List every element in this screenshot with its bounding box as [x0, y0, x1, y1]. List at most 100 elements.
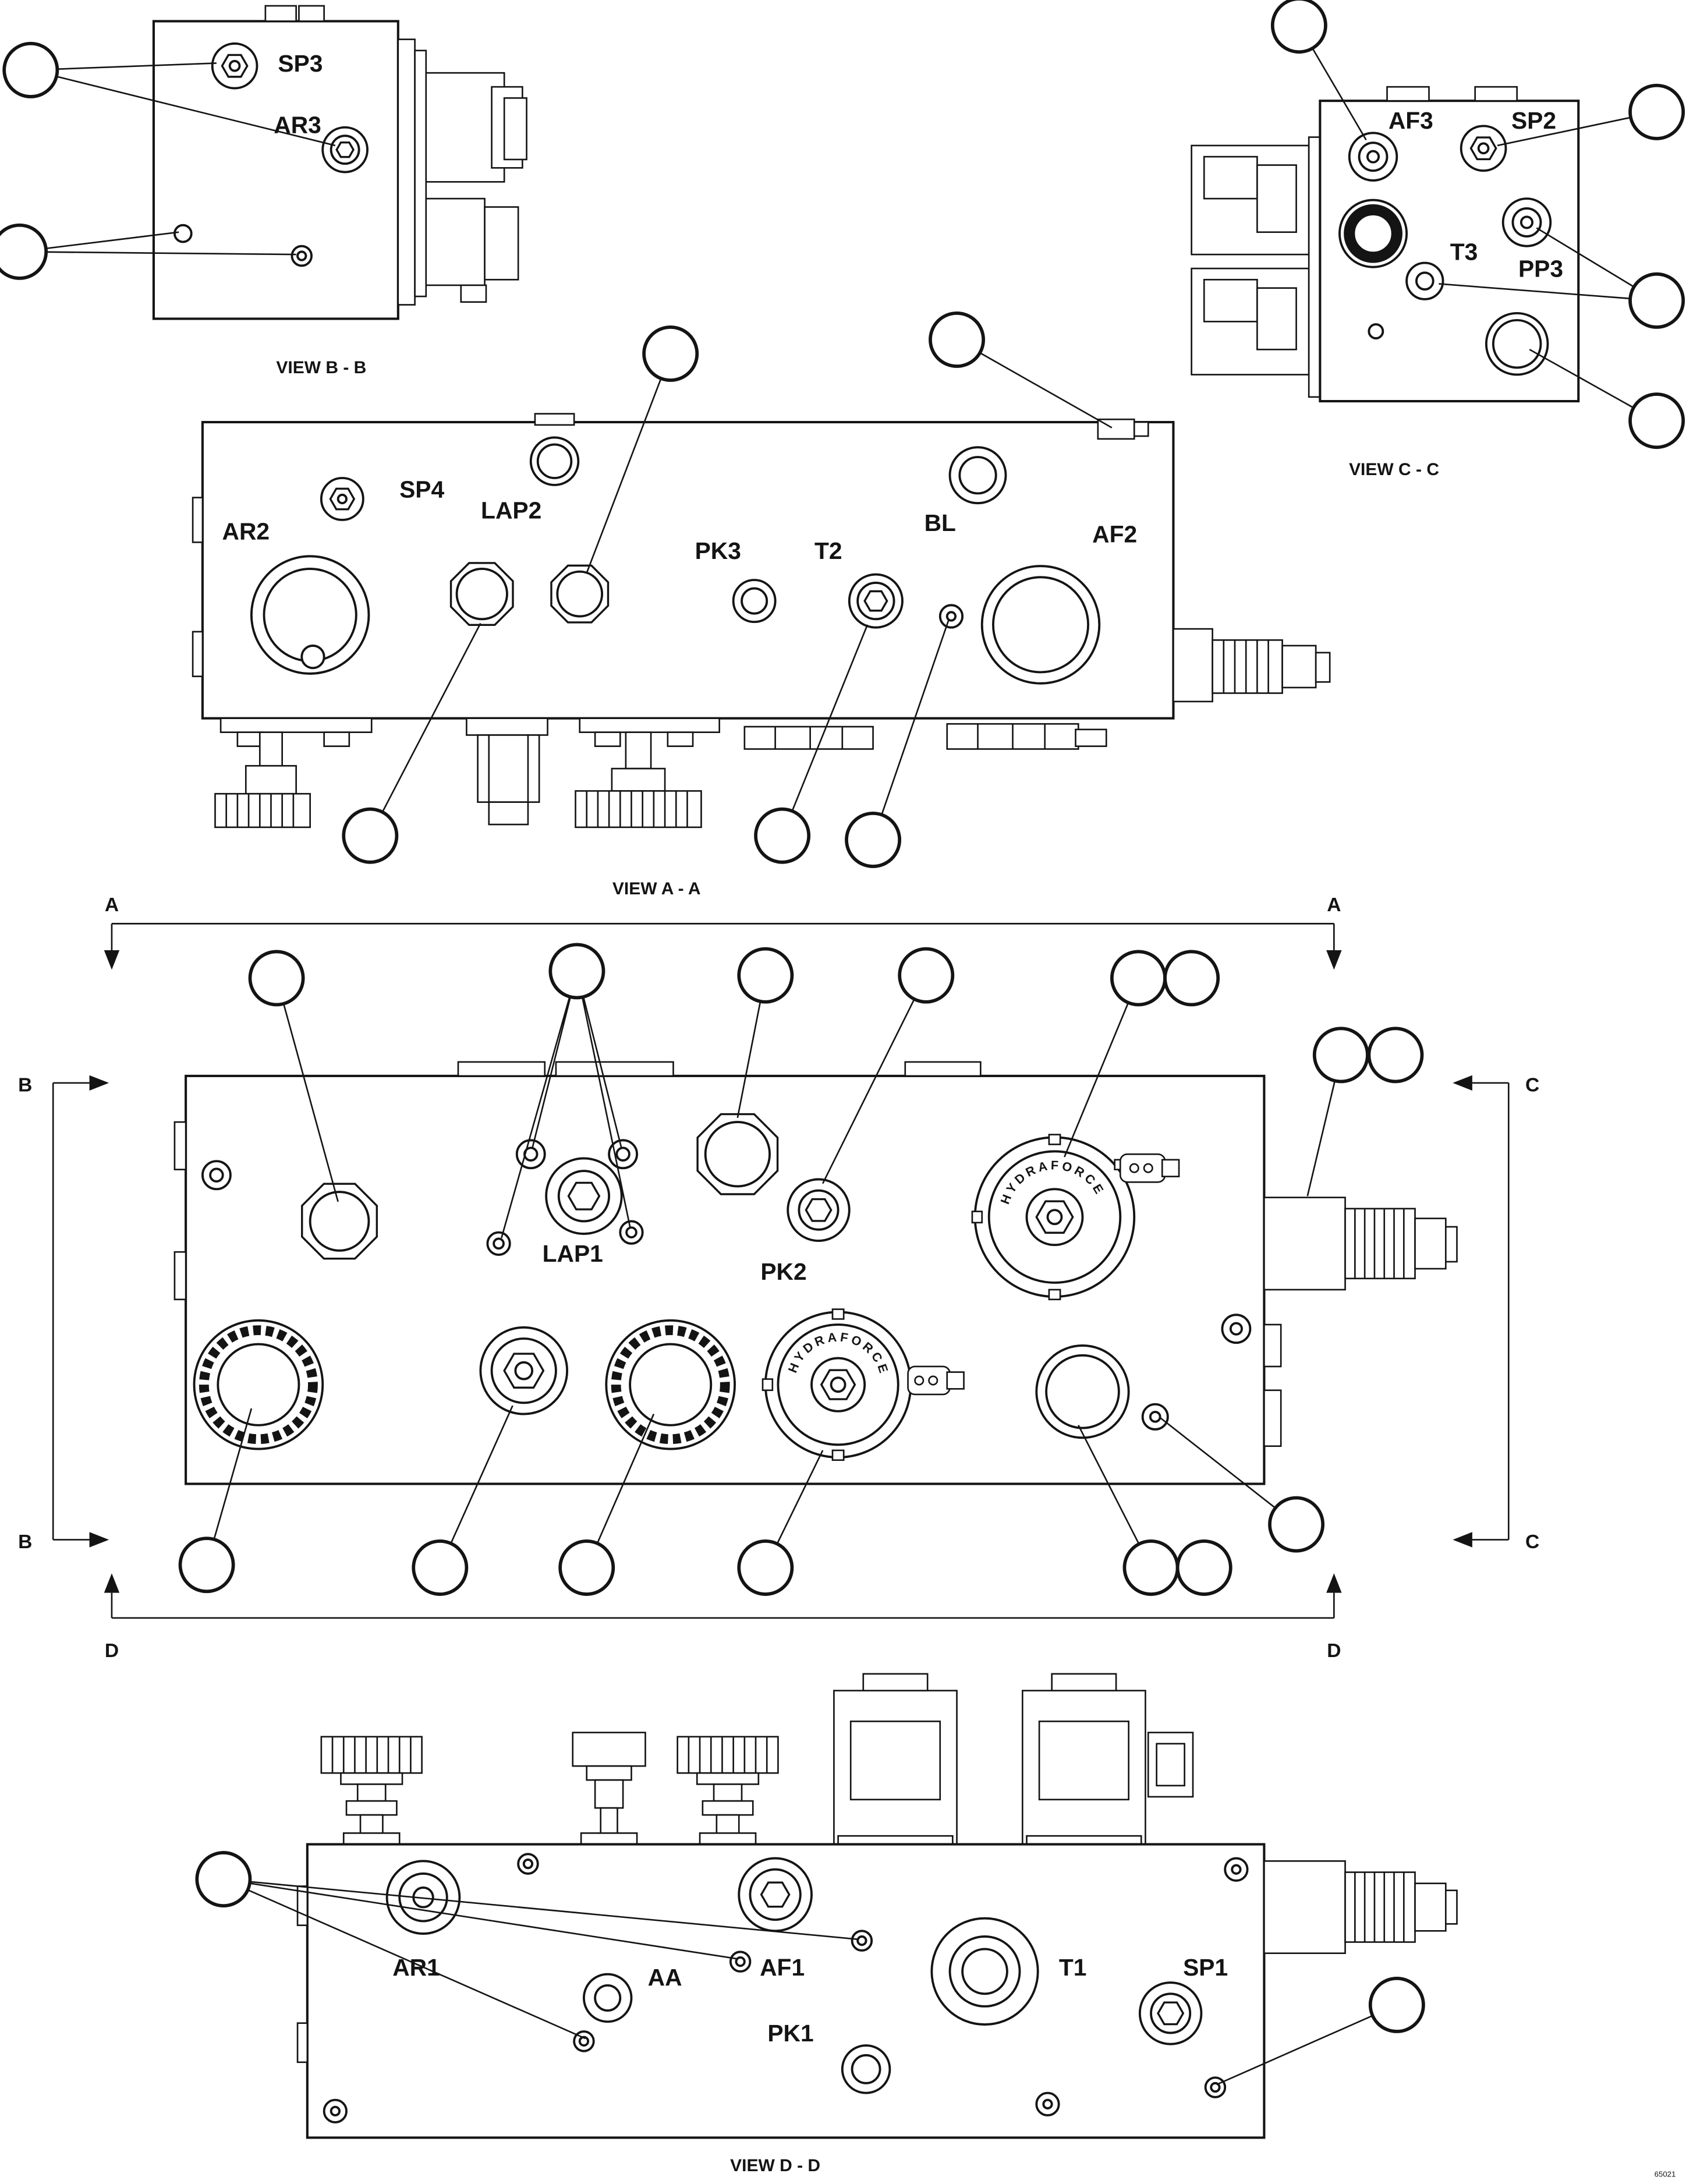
section-label-a: A: [105, 894, 119, 916]
hex-plug-port: [697, 1114, 777, 1194]
callout-balloon: [754, 807, 811, 864]
port-label-t3: T3: [1450, 239, 1478, 266]
port-label-t2: T2: [814, 537, 842, 564]
section-marker-c: C C: [1453, 1074, 1539, 1553]
electrical-connector: [1119, 1153, 1180, 1183]
section-arrow: [1326, 1573, 1342, 1593]
cartridge-valve: HYDRAFORCE: [761, 1308, 965, 1461]
port-bl: [948, 446, 1007, 505]
callout-balloon: [1268, 1496, 1325, 1553]
callout-balloon: [1175, 1539, 1232, 1596]
callout-balloon: [195, 1851, 252, 1907]
top-port: [529, 436, 580, 486]
callout-balloon: [342, 807, 399, 864]
section-arrow: [1453, 1075, 1472, 1091]
mounting-foot: [214, 717, 373, 829]
callout-balloon: [929, 311, 986, 368]
port-label-af2: AF2: [1092, 521, 1137, 547]
section-arrow: [1453, 1532, 1472, 1548]
port-sp3: [212, 44, 257, 89]
view-a-a: AR2 SP4 LAP2 PK3 T2 BL AF2 VIEW A - A: [192, 311, 1331, 898]
section-marker-b: B B: [18, 1074, 109, 1553]
leader-line: [369, 339, 1113, 840]
callout-balloon: [548, 943, 605, 1000]
section-label-d: D: [105, 1640, 119, 1662]
view-caption: VIEW D - D: [730, 2156, 820, 2175]
callout-balloon: [642, 325, 699, 382]
leader-line: [1298, 24, 1657, 422]
drawing-code: 65021: [1655, 2170, 1676, 2179]
port-label-t1: T1: [1059, 1954, 1087, 1981]
section-arrow: [1326, 950, 1342, 970]
callout-balloon: [248, 950, 305, 1007]
flange-plate: [743, 723, 1107, 750]
port-t2: [849, 575, 902, 628]
port-af1: [739, 1857, 812, 1932]
hex-plug-port: [302, 1184, 377, 1259]
knurled-knob-stem: [676, 1736, 779, 1847]
solenoid-coil: [833, 1673, 958, 1845]
port-sp1: [1140, 1983, 1202, 2044]
port-label-ar1: AR1: [392, 1954, 440, 1981]
large-port: [1035, 1344, 1130, 1439]
section-arrow: [104, 1573, 120, 1593]
view-c-c: AF3 SP2 T3 PP3 VIEW C - C: [1191, 0, 1685, 479]
port-label-af1: AF1: [760, 1954, 805, 1981]
side-fitting: [1173, 628, 1331, 703]
section-arrow: [89, 1532, 109, 1548]
callout-balloon: [1110, 950, 1167, 1007]
callout-balloon: [1270, 0, 1327, 54]
knurled-knob-stem: [320, 1736, 423, 1847]
side-fitting: [1263, 1197, 1458, 1291]
port-label-pk2: PK2: [760, 1258, 806, 1285]
top-right-fitting: [1097, 418, 1149, 440]
callout-balloon: [1367, 1026, 1424, 1084]
section-label-c: C: [1525, 1531, 1539, 1553]
side-fitting: [1263, 1860, 1458, 1955]
view-caption: VIEW B - B: [276, 358, 366, 377]
solenoid-assembly: [397, 38, 416, 306]
port-label-ar3: AR3: [274, 111, 321, 138]
leader-line: [19, 62, 336, 256]
section-label-b: B: [18, 1531, 32, 1553]
section-marker-d: D D: [104, 1573, 1342, 1662]
view-d-d: AR1 AA AF1 T1 SP1 PK1 VIEW D - D: [195, 1673, 1458, 2175]
port-t1: [930, 1917, 1039, 2026]
dark-ring-port: [1338, 199, 1408, 268]
callout-balloon: [845, 811, 902, 868]
callout-balloon: [558, 1539, 615, 1596]
port-sp2: [1461, 126, 1506, 171]
port-ar3: [321, 126, 369, 174]
callout-balloon: [1628, 272, 1685, 329]
callout-balloon: [1163, 950, 1220, 1007]
port-af3: [1348, 132, 1398, 182]
port-label-sp3: SP3: [278, 50, 323, 77]
section-label-d: D: [1327, 1640, 1341, 1662]
port-label-pp3: PP3: [1518, 255, 1563, 282]
callout-balloon: [178, 1537, 235, 1594]
port-pp3: [1501, 197, 1552, 247]
section-marker-a: A A: [104, 894, 1342, 970]
port-label-ar2: AR2: [222, 518, 270, 545]
port-label-pk3: PK3: [695, 537, 741, 564]
callout-balloon: [2, 41, 59, 98]
callout-balloon: [1628, 392, 1685, 449]
port-t3: [1405, 261, 1444, 300]
valve-stem: [572, 1732, 646, 1845]
section-label-b: B: [18, 1074, 32, 1096]
callout-balloon: [1122, 1539, 1180, 1596]
section-label-a: A: [1327, 894, 1341, 916]
port-label-bl: BL: [925, 509, 956, 536]
electrical-connector: [907, 1365, 965, 1396]
callout-balloon: [1312, 1026, 1369, 1084]
knurled-knob: [193, 1319, 324, 1450]
callout-balloon: [1368, 1977, 1425, 2033]
callout-balloon: [737, 947, 794, 1004]
port-label-af3: AF3: [1389, 107, 1433, 134]
large-port: [1485, 312, 1549, 376]
port-label-sp4: SP4: [399, 476, 444, 503]
port-label-sp1: SP1: [1183, 1954, 1228, 1981]
leader-line: [223, 1878, 1397, 2086]
